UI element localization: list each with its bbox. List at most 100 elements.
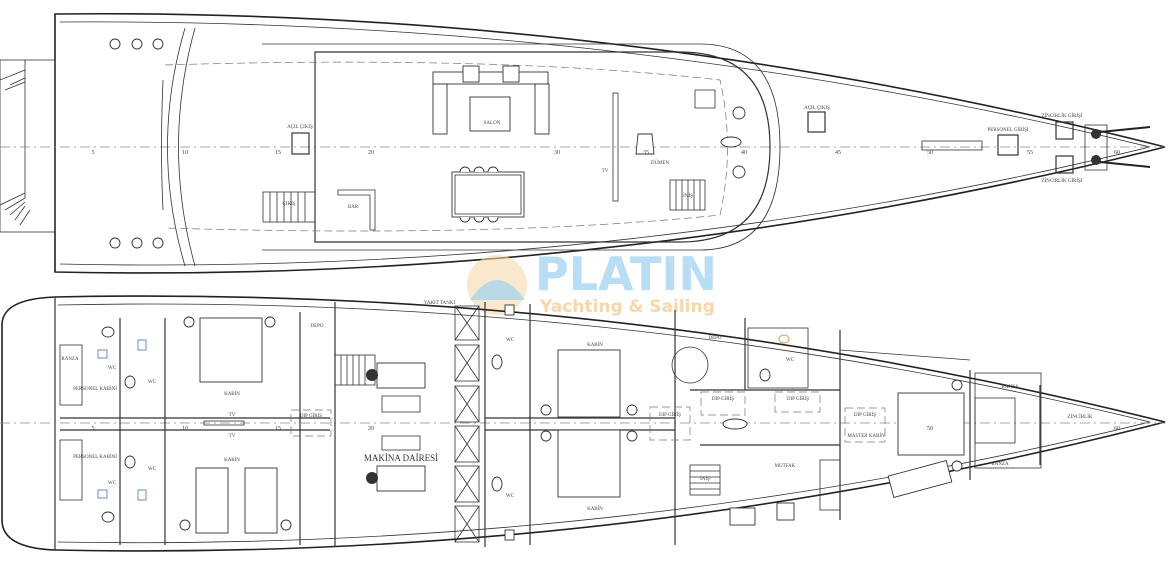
wc-label-7: WC	[786, 358, 795, 363]
galley-sink	[729, 507, 756, 526]
bilge-entry-3: DIP GİRİŞ	[712, 396, 734, 402]
aft-heads	[97, 326, 147, 523]
galley-stairs	[689, 464, 721, 496]
crew-cabin-1-label: PERSONEL KABİNİ	[73, 386, 117, 392]
salon-sofa	[432, 65, 550, 135]
spiral-stair-lower	[671, 346, 709, 384]
svg-text:Yachting & Sailing: Yachting & Sailing	[539, 297, 715, 317]
dining-table	[451, 166, 525, 223]
crew-cabin-2-label: PERSONEL KABİNİ	[73, 454, 117, 460]
svg-text:60: 60	[1114, 150, 1120, 156]
wc-label-4: WC	[148, 467, 157, 472]
wc-label-6: WC	[506, 494, 515, 499]
crew-entrance-label: PERSONEL GİRİŞİ	[987, 127, 1028, 133]
hatch-fwd-label: AÇIL ÇIKIŞ	[804, 106, 830, 111]
chain-locker-stbd-label: ZİNCİRLİK GİRİŞİ	[1042, 178, 1083, 184]
bulkheads	[60, 302, 1041, 547]
svg-text:60: 60	[1114, 426, 1120, 432]
svg-text:20: 20	[368, 426, 374, 432]
cabin-aft-stbd-label: KABİN	[224, 457, 240, 463]
svg-text:20: 20	[368, 150, 374, 156]
bathtub	[722, 418, 748, 430]
bar-label: BAR	[348, 205, 359, 210]
chain-locker-hatch-port	[1055, 121, 1074, 140]
wc-label-5: WC	[506, 338, 515, 343]
winches	[109, 38, 746, 249]
chain-locker-port-label: ZİNCİRLİK GİRİŞİ	[1042, 113, 1083, 119]
watermark-logo: PLATIN Yachting & Sailing	[467, 247, 717, 317]
down-stairs-label: İNİŞ	[683, 193, 693, 199]
upper-station-numbers: 5 10 15 20 30 35 40 45 50 55 60	[92, 150, 1121, 156]
anchor-windlass	[1084, 124, 1151, 171]
aft-cabin-beds	[179, 316, 292, 534]
bunk-aft-label: RANZA	[61, 357, 79, 362]
cabin-aft-port-label: KABİN	[224, 391, 240, 397]
upper-hull-bulwark	[59, 21, 1151, 266]
svg-text:10: 10	[182, 150, 188, 156]
bar-counter	[337, 189, 376, 231]
svg-text:55: 55	[1027, 150, 1033, 156]
mast-base	[720, 136, 742, 148]
bilge-entry-2: DIP GİRİŞ	[659, 412, 681, 418]
tv-unit-lower	[203, 420, 245, 426]
exit-stairs-label: ÇIKIŞ	[282, 202, 295, 207]
bilge-entry-1: DIP GİRİŞ	[300, 413, 322, 419]
lower-hull-inner	[57, 303, 1151, 544]
bowsprit-track	[921, 140, 983, 151]
svg-text:50: 50	[927, 426, 933, 432]
master-bed	[887, 379, 965, 498]
svg-text:5: 5	[92, 150, 95, 156]
lower-deck: RANZA PERSONEL KABİNİ PERSONEL KABİNİ WC…	[0, 295, 1166, 552]
helm-label: DÜMEN	[651, 160, 670, 166]
svg-text:15: 15	[275, 426, 281, 432]
tv-1-label: TV	[229, 413, 236, 418]
hatch-aft-label: AÇIL ÇIKIŞ	[287, 125, 313, 130]
galley-stove	[776, 502, 795, 521]
spiral-stair-upper	[694, 89, 716, 109]
tv-unit	[612, 92, 619, 202]
wc-label-1: WC	[108, 366, 117, 371]
cabin-mid-stbd-label: KABİN	[587, 506, 603, 512]
mid-heads	[491, 304, 515, 541]
engine-room-label: MAKİNA DAİRESİ	[364, 453, 438, 463]
bunk-fwd-1-label: RANZA	[1001, 385, 1019, 390]
storage-1-label: DEPO	[310, 324, 323, 329]
down-stairs	[669, 179, 706, 211]
lower-hull-outline	[1, 295, 1166, 552]
lower-station-numbers: 5 10 15 20 50 60	[92, 426, 1121, 432]
svg-text:35: 35	[643, 150, 649, 156]
svg-text:10: 10	[182, 426, 188, 432]
master-cabin-label: MASTER KABİN	[847, 433, 885, 439]
bilge-entry-5: DIP GİRİŞ	[854, 412, 876, 418]
storage-2-label: DEPO	[708, 336, 721, 341]
upper-deck: SALON BAR ÇIKIŞ AÇIL ÇIKIŞ TV DÜMEN İNİŞ	[0, 12, 1166, 274]
crew-hatch	[997, 134, 1019, 156]
svg-text:PLATIN: PLATIN	[535, 247, 717, 301]
cabin-mid-port-label: KABİN	[587, 342, 603, 348]
bilge-entry-4: DIP GİRİŞ	[787, 396, 809, 402]
chain-locker-hatch-stbd	[1055, 155, 1074, 174]
svg-text:45: 45	[835, 150, 841, 156]
mid-cabin-beds	[540, 349, 638, 498]
hatch-aft	[291, 132, 310, 155]
galley-label: MUTFAK	[775, 464, 796, 469]
bunk-fwd-2-label: RANZA	[991, 462, 1009, 467]
aft-cockpit-bench	[167, 27, 196, 267]
chain-locker-label: ZİNCİRLİK	[1068, 414, 1093, 420]
tv-2-label: TV	[229, 434, 236, 439]
hatch-fwd	[807, 111, 826, 133]
swim-platform	[0, 59, 56, 233]
salon-label: SALON	[484, 121, 501, 126]
svg-text:30: 30	[554, 150, 560, 156]
engines	[366, 362, 426, 492]
deck-house	[314, 51, 771, 243]
svg-text:15: 15	[275, 150, 281, 156]
wc-label-2: WC	[108, 481, 117, 486]
svg-text:5: 5	[92, 426, 95, 432]
exit-stairs	[262, 191, 316, 223]
svg-text:40: 40	[741, 150, 747, 156]
svg-text:50: 50	[927, 150, 933, 156]
tv-label: TV	[602, 169, 609, 174]
fuel-tank-label: YAKIT TANKI	[424, 301, 456, 306]
